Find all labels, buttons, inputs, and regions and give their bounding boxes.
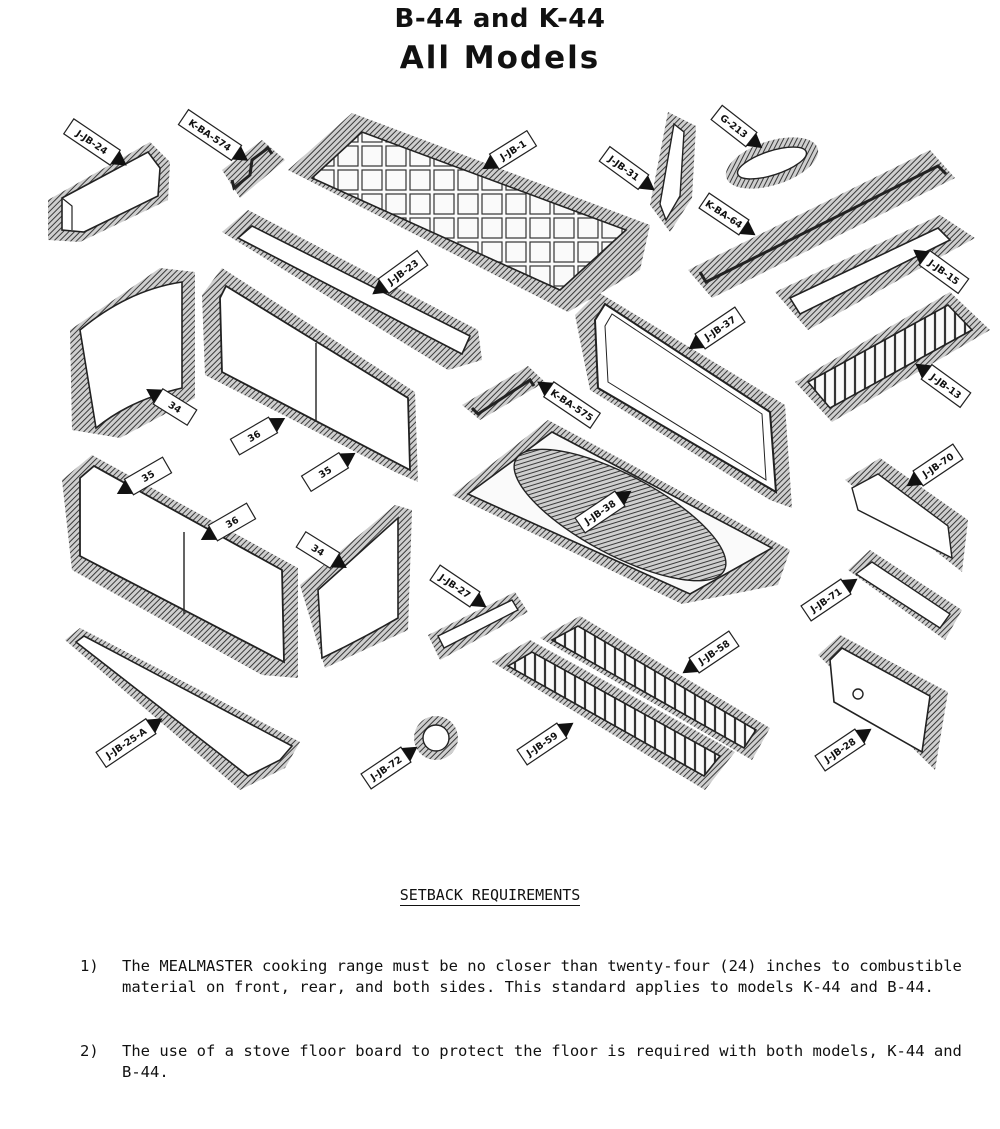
part-34-lower: [300, 505, 412, 668]
part-j-jb-28: [818, 635, 948, 770]
part-j-jb-71: [848, 550, 962, 640]
callout-k-ba-64: K-BA-64: [698, 192, 756, 236]
part-k-ba-574: [222, 140, 285, 198]
callout-j-jb-58: J-JB-58: [682, 630, 740, 674]
callout-j-jb-28: J-JB-28: [814, 728, 872, 772]
part-labels: J-JB-24 K-BA-574 J-JB-1 J-JB-31 G-213 K-…: [62, 104, 972, 790]
page-title: B-44 and K-44: [394, 4, 606, 34]
callout-j-jb-23: J-JB-23: [372, 249, 429, 295]
requirement-number: 2): [80, 1042, 99, 1060]
requirement-item: 2) The use of a stove floor board to pro…: [80, 1041, 970, 1083]
part-k-ba-575: [462, 366, 545, 420]
callout-36-upper: 36: [229, 416, 286, 456]
requirement-item: 1) The MEALMASTER cooking range must be …: [80, 956, 970, 998]
callout-36-lower: 36: [200, 502, 257, 542]
callout-j-jb-27: J-JB-27: [429, 564, 487, 608]
requirement-number: 1): [80, 957, 99, 975]
part-j-jb-58: [540, 616, 770, 760]
part-j-jb-1: [288, 113, 650, 312]
part-j-jb-70: [845, 458, 968, 572]
part-36-lower-panel: [62, 455, 298, 678]
part-k-ba-64: [688, 150, 955, 298]
part-j-jb-72: [414, 716, 458, 760]
part-j-jb-23: [222, 210, 482, 370]
setback-heading-row: SETBACK REQUIREMENTS: [0, 886, 980, 906]
part-j-jb-31: [650, 112, 696, 232]
part-36-upper-panel: [202, 268, 418, 482]
part-j-jb-24: [48, 142, 170, 242]
part-j-jb-15: [775, 215, 975, 330]
part-j-jb-38: [452, 420, 790, 604]
part-j-jb-25-a: [65, 628, 300, 790]
part-j-jb-27: [428, 592, 528, 660]
part-j-jb-59: [492, 640, 735, 790]
callout-j-jb-24: J-JB-24: [62, 118, 127, 166]
callout-j-jb-72: J-JB-72: [360, 746, 418, 790]
callout-34-lower: 34: [295, 530, 347, 570]
parts-diagram: J-JB-24 K-BA-574 J-JB-1 J-JB-31 G-213 K-…: [48, 104, 990, 790]
callout-k-ba-574: K-BA-574: [177, 108, 249, 162]
callout-35-upper: 35: [300, 451, 356, 493]
callout-j-jb-71: J-JB-71: [800, 578, 858, 622]
page-subtitle: All Models: [399, 40, 601, 76]
part-j-jb-13: [795, 292, 990, 422]
callout-35-lower: 35: [116, 456, 173, 496]
callout-j-jb-15: J-JB-15: [913, 249, 970, 295]
callout-j-jb-37: J-JB-37: [688, 306, 746, 350]
callout-j-jb-31: J-JB-31: [598, 145, 655, 191]
part-j-jb-37: [575, 292, 792, 508]
requirement-text: The use of a stove floor board to protec…: [122, 1042, 962, 1081]
requirement-text: The MEALMASTER cooking range must be no …: [122, 957, 962, 996]
callout-j-jb-13: J-JB-13: [915, 363, 972, 409]
callout-34-upper: 34: [146, 387, 198, 427]
callout-j-jb-59: J-JB-59: [516, 722, 574, 766]
callout-j-jb-25-a: J-JB-25-A: [95, 717, 163, 769]
part-g-213: [725, 137, 819, 189]
setback-heading: SETBACK REQUIREMENTS: [399, 886, 581, 906]
